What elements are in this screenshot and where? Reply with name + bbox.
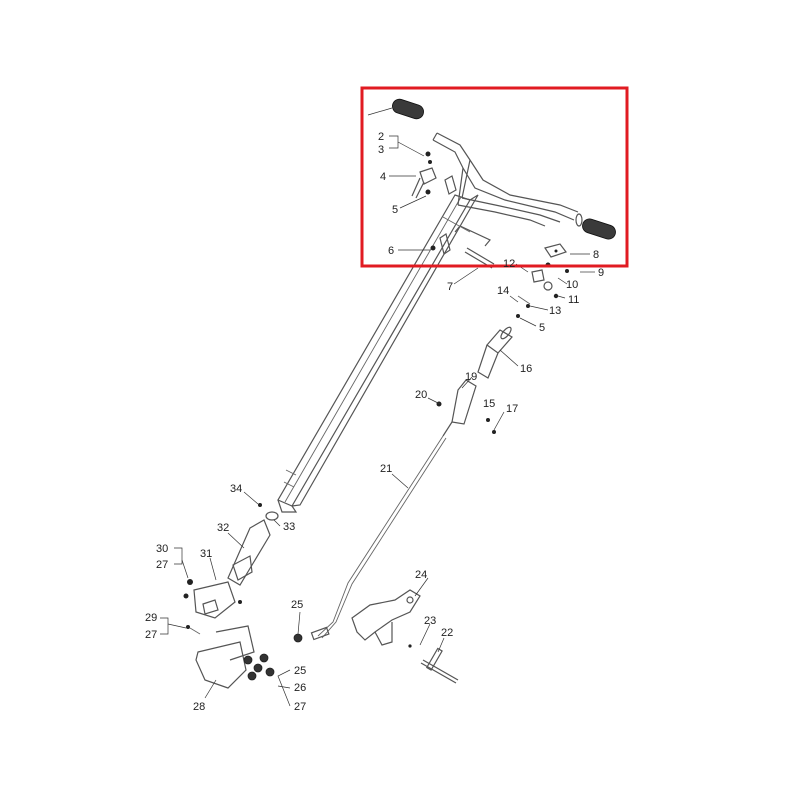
left-grip <box>392 98 424 120</box>
label-17: 17 <box>506 403 518 415</box>
fork-24 <box>351 589 421 646</box>
label-27-middle: 27 <box>145 629 157 641</box>
label-31: 31 <box>200 548 212 560</box>
nuts-25-26-27 <box>243 633 303 681</box>
label-24: 24 <box>415 569 427 581</box>
throttle-cable <box>310 435 447 641</box>
label-12: 12 <box>503 258 515 270</box>
leader-lines <box>160 107 595 707</box>
label-20: 20 <box>415 389 427 401</box>
label-28: 28 <box>193 701 205 713</box>
label-22: 22 <box>441 627 453 639</box>
label-21: 21 <box>380 463 392 475</box>
pin-22 <box>408 644 459 684</box>
label-10: 10 <box>566 279 578 291</box>
label-7: 7 <box>447 281 453 293</box>
label-14: 14 <box>497 285 509 297</box>
label-16: 16 <box>520 363 532 375</box>
label-29: 29 <box>145 612 157 624</box>
bracket-28 <box>186 625 255 689</box>
label-19: 19 <box>465 371 477 383</box>
label-8: 8 <box>593 249 599 261</box>
label-2: 2 <box>378 131 384 143</box>
label-25-lower: 25 <box>294 665 306 677</box>
highlight-box <box>360 86 629 268</box>
label-3: 3 <box>378 144 384 156</box>
label-27-lower: 27 <box>294 701 306 713</box>
label-15: 15 <box>483 398 495 410</box>
label-26: 26 <box>294 682 306 694</box>
label-25-center: 25 <box>291 599 303 611</box>
clamp-parts <box>464 243 569 318</box>
label-9: 9 <box>598 267 604 279</box>
label-4: 4 <box>380 171 386 183</box>
bracket-31 <box>183 579 242 619</box>
part-32-33-34 <box>227 503 279 586</box>
label-6: 6 <box>388 245 394 257</box>
tube-16 <box>477 326 513 379</box>
label-34: 34 <box>230 483 242 495</box>
label-33: 33 <box>283 521 295 533</box>
label-27-upper: 27 <box>156 559 168 571</box>
label-5-lower: 5 <box>539 322 545 334</box>
throttle-lever <box>411 151 437 251</box>
part-labels: 2 3 4 5 6 7 8 9 10 11 12 13 14 5 16 19 2… <box>145 131 604 713</box>
right-grip <box>575 213 616 240</box>
label-30: 30 <box>156 543 168 555</box>
label-5: 5 <box>392 204 398 216</box>
label-13: 13 <box>549 305 561 317</box>
handlebar-frame <box>432 132 579 255</box>
label-11: 11 <box>568 294 579 306</box>
label-23: 23 <box>424 615 436 627</box>
label-32: 32 <box>217 522 229 534</box>
